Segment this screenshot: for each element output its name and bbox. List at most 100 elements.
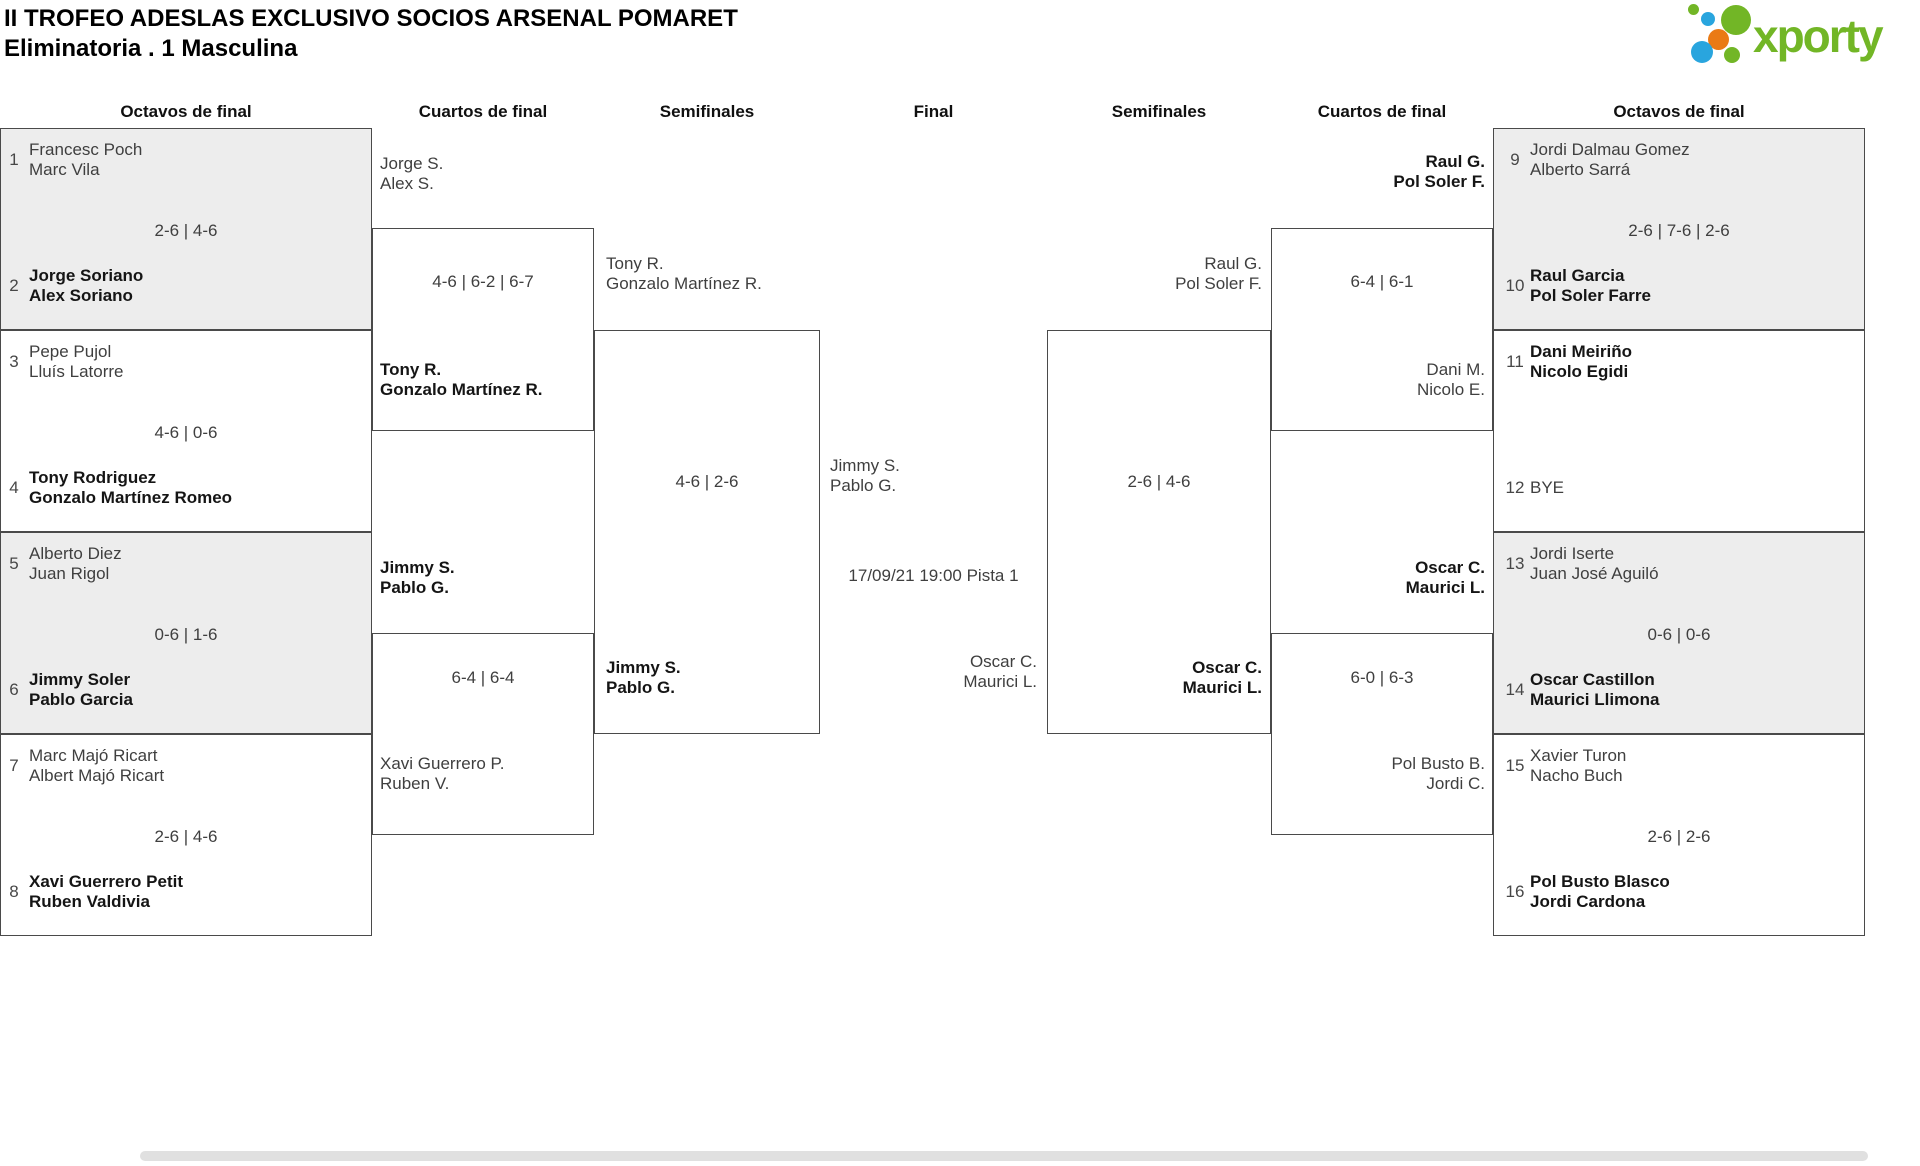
team-names: BYE — [1530, 478, 1564, 498]
semifinal-left-team-2-winner: Jimmy S. Pablo G. — [606, 658, 681, 698]
player-name: Alberto Diez — [29, 544, 122, 563]
team-names-winner: Jimmy Soler Pablo Garcia — [29, 670, 133, 710]
team-entry: 14 Oscar Castillon Maurici Llimona — [1494, 667, 1864, 713]
player-name: Alex Soriano — [29, 286, 133, 305]
player-name: Pol Soler F. — [1175, 274, 1262, 293]
match-score: 0-6 | 0-6 — [1647, 625, 1711, 644]
octavos-right-match-3: 13 Jordi Iserte Juan José Aguiló 0-6 | 0… — [1493, 532, 1865, 734]
player-name: Ruben V. — [380, 774, 450, 793]
seed-number: 13 — [1505, 554, 1525, 573]
cuartos-left-match-1-box — [372, 228, 594, 431]
octavos-left-match-1: 1 Francesc Poch Marc Vila 2-6 | 4-6 2 Jo… — [0, 128, 372, 330]
team-names-winner: Jorge Soriano Alex Soriano — [29, 266, 143, 306]
player-name: Maurici Llimona — [1530, 690, 1660, 709]
player-name: Jordi Dalmau Gomez — [1530, 140, 1690, 159]
round-header-cuartos-left: Cuartos de final — [418, 102, 548, 121]
player-name: Nacho Buch — [1530, 766, 1623, 785]
team-entry: 1 Francesc Poch Marc Vila — [1, 137, 371, 183]
team-names: Francesc Poch Marc Vila — [29, 140, 142, 180]
seed-number: 2 — [9, 276, 19, 295]
cuartos-left-2-team-2: Xavi Guerrero P. Ruben V. — [380, 754, 504, 794]
octavos-left-match-4: 7 Marc Majó Ricart Albert Majó Ricart 2-… — [0, 734, 372, 936]
player-name: Pablo G. — [830, 476, 897, 495]
round-header-semifinales-left: Semifinales — [659, 102, 755, 121]
player-name: Maurici L. — [963, 672, 1037, 691]
cuartos-left-1-team-1: Jorge S. Alex S. — [380, 154, 443, 194]
player-name: Raul G. — [1425, 152, 1485, 171]
octavos-left-match-2: 3 Pepe Pujol Lluís Latorre 4-6 | 0-6 4 T… — [0, 330, 372, 532]
cuartos-left-match-2-box — [372, 633, 594, 835]
player-name: Oscar C. — [969, 652, 1037, 671]
player-name: Maurici L. — [1405, 578, 1485, 597]
player-name: Lluís Latorre — [29, 362, 124, 381]
player-name: Tony R. — [380, 360, 442, 379]
team-names-winner: Oscar Castillon Maurici Llimona — [1530, 670, 1659, 710]
player-name: Raul G. — [1204, 254, 1262, 273]
player-name: Pol Busto Blasco — [1530, 872, 1670, 891]
player-name: BYE — [1530, 478, 1565, 497]
player-name: Jimmy S. — [606, 658, 681, 677]
match-score: 2-6 | 4-6 — [154, 827, 218, 846]
team-entry: 4 Tony Rodriguez Gonzalo Martínez Romeo — [1, 465, 371, 511]
match-score: 2-6 | 2-6 — [1647, 827, 1711, 846]
team-entry: 5 Alberto Diez Juan Rigol — [1, 541, 371, 587]
seed-number: 9 — [1510, 150, 1520, 169]
player-name: Albert Majó Ricart — [29, 766, 165, 785]
player-name: Pepe Pujol — [29, 342, 112, 361]
logo-wordmark: xporty — [1753, 10, 1884, 62]
player-name: Dani M. — [1426, 360, 1485, 379]
tournament-title: II TROFEO ADESLAS EXCLUSIVO SOCIOS ARSEN… — [4, 5, 738, 32]
player-name: Gonzalo Martínez Romeo — [29, 488, 233, 507]
team-entry: 9 Jordi Dalmau Gomez Alberto Sarrá — [1494, 137, 1864, 183]
semifinal-right-team-2-winner: Oscar C. Maurici L. — [1183, 658, 1262, 698]
player-name: Xavi Guerrero Petit — [29, 872, 184, 891]
player-name: Jimmy Soler — [29, 670, 131, 689]
logo-dot — [1708, 29, 1729, 50]
team-entry: 16 Pol Busto Blasco Jordi Cardona — [1494, 869, 1864, 915]
semifinal-right-team-1: Raul G. Pol Soler F. — [1175, 254, 1262, 294]
player-name: Jorge S. — [380, 154, 444, 173]
match-score: 6-4 | 6-1 — [1350, 272, 1414, 291]
player-name: Juan Rigol — [29, 564, 110, 583]
team-entry: 12 BYE — [1494, 465, 1864, 511]
player-name: Jordi Cardona — [1530, 892, 1646, 911]
player-name: Maurici L. — [1182, 678, 1262, 697]
match-score: 4-6 | 2-6 — [675, 472, 739, 491]
round-header-final: Final — [913, 102, 954, 121]
seed-number: 5 — [9, 554, 19, 573]
octavos-right-match-4: 15 Xavier Turon Nacho Buch 2-6 | 2-6 16 … — [1493, 734, 1865, 936]
round-header-octavos-left: Octavos de final — [120, 102, 252, 121]
player-name: Pol Soler Farre — [1530, 286, 1651, 305]
logo-dot — [1724, 47, 1740, 63]
team-names: Xavier Turon Nacho Buch — [1530, 746, 1626, 786]
player-name: Pol Soler F. — [1393, 172, 1485, 191]
logo-dot — [1688, 4, 1699, 15]
player-name: Dani Meiriño — [1530, 342, 1633, 361]
team-names: Marc Majó Ricart Albert Majó Ricart — [29, 746, 164, 786]
seed-number: 12 — [1505, 478, 1525, 497]
final-team-2: Oscar C. Maurici L. — [963, 652, 1037, 692]
seed-number: 3 — [9, 352, 19, 371]
team-entry: 8 Xavi Guerrero Petit Ruben Valdivia — [1, 869, 371, 915]
horizontal-scrollbar[interactable] — [140, 1151, 1868, 1161]
player-name: Xavier Turon — [1530, 746, 1627, 765]
match-score: 2-6 | 4-6 — [154, 221, 218, 240]
player-name: Juan José Aguiló — [1530, 564, 1659, 583]
team-names-winner: Dani Meiriño Nicolo Egidi — [1530, 342, 1632, 382]
seed-number: 14 — [1505, 680, 1525, 699]
seed-number: 16 — [1505, 882, 1525, 901]
player-name: Pablo Garcia — [29, 690, 133, 709]
seed-number: 1 — [9, 150, 19, 169]
team-names: Alberto Diez Juan Rigol — [29, 544, 122, 584]
player-name: Marc Majó Ricart — [29, 746, 158, 765]
final-schedule: 17/09/21 19:00 Pista 1 — [848, 566, 1019, 585]
seed-number: 4 — [9, 478, 19, 497]
semifinal-right-box — [1047, 330, 1271, 734]
team-entry: 7 Marc Majó Ricart Albert Majó Ricart — [1, 743, 371, 789]
player-name: Jimmy S. — [380, 558, 455, 577]
xporty-logo[interactable]: xporty — [1686, 0, 1918, 76]
octavos-left-match-3: 5 Alberto Diez Juan Rigol 0-6 | 1-6 6 Ji… — [0, 532, 372, 734]
octavos-right-match-1: 9 Jordi Dalmau Gomez Alberto Sarrá 2-6 |… — [1493, 128, 1865, 330]
team-entry: 15 Xavier Turon Nacho Buch — [1494, 743, 1864, 789]
